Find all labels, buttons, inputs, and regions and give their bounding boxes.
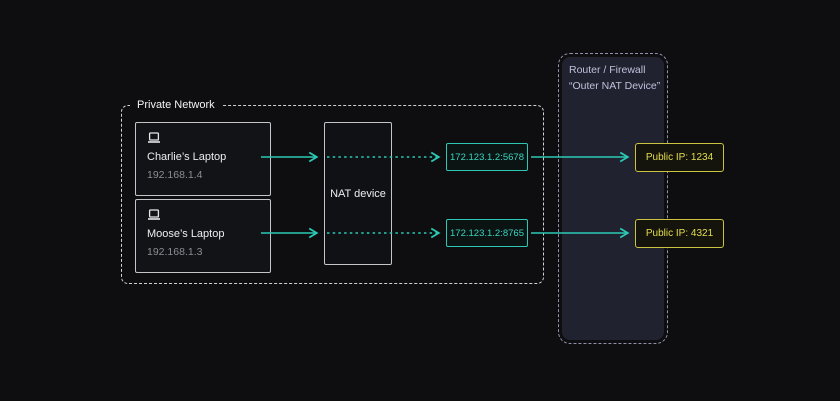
device-name: Charlie’s Laptop [147,151,227,163]
laptop-icon [147,131,270,143]
public-ip-2: Public IP: 4321 [645,228,714,239]
private-network-label: Private Network [130,98,222,112]
nat-device-box: NAT device [324,122,392,265]
router-firewall-title: Router / Firewall “Outer NAT Device” [569,62,667,94]
router-firewall-panel [562,57,664,340]
public-ip-box-1: Public IP: 1234 [635,143,724,172]
device-ip: 192.168.1.3 [147,246,203,258]
router-firewall-boundary [558,53,668,344]
translated-address-1: 172.123.1.2:5678 [450,151,524,163]
nat-device-label: NAT device [330,187,386,200]
private-network-boundary [121,105,544,284]
laptop-icon [147,208,270,220]
public-ip-box-2: Public IP: 4321 [635,219,724,248]
device-box-charlies-laptop: Charlie’s Laptop 192.168.1.4 [135,122,271,196]
router-firewall-title-line1: Router / Firewall [569,64,646,76]
translated-address-2: 172.123.1.2:8765 [450,227,524,239]
device-box-mooses-laptop: Moose’s Laptop 192.168.1.3 [135,199,271,273]
public-ip-1: Public IP: 1234 [645,152,714,163]
router-firewall-title-line2: “Outer NAT Device” [569,80,661,92]
translated-address-box-2: 172.123.1.2:8765 [446,219,528,247]
device-ip: 192.168.1.4 [147,169,203,181]
device-name: Moose’s Laptop [147,228,225,240]
translated-address-box-1: 172.123.1.2:5678 [446,143,528,171]
